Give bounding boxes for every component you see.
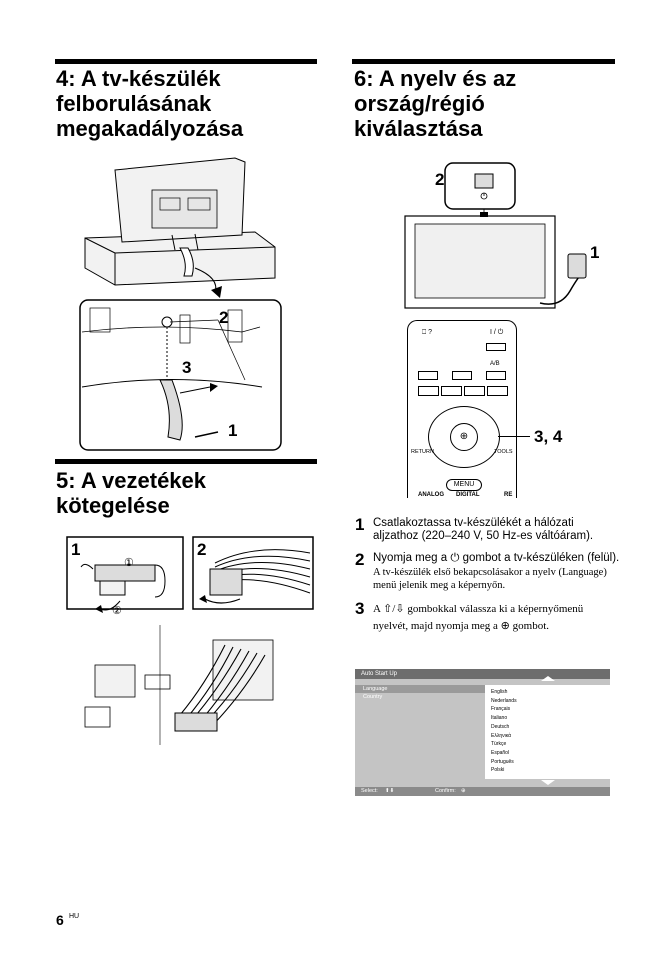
remote-key	[486, 371, 506, 380]
remote-tools-label: TOOLS	[494, 449, 513, 455]
section-4-title: 4: A tv-készülék felborulásának megakadá…	[56, 66, 244, 141]
osd-auto-start-up-screen: Auto Start Up Language Country English N…	[355, 669, 610, 796]
osd-language-option[interactable]: English	[491, 689, 508, 695]
figure-6-tv-illustration	[404, 162, 587, 309]
figure-4-callout-1: 1	[228, 421, 238, 440]
osd-language-option[interactable]: Polski	[491, 767, 505, 774]
osd-footer-confirm: Confirm:	[435, 788, 456, 794]
figure-6-callout-3-4: 3, 4	[534, 427, 563, 446]
osd-select-arrows-icon: ⬆⬇	[385, 788, 395, 794]
page-number: 6	[56, 912, 64, 928]
section-6-title: 6: A nyelv és az ország/régió kiválasztá…	[354, 66, 517, 141]
osd-language-option[interactable]: Nederlands	[491, 697, 517, 704]
osd-language-option[interactable]: Türkçe	[491, 741, 507, 748]
remote-bottom-digital: DIGITAL	[456, 492, 480, 498]
osd-language-option[interactable]: Português	[491, 758, 514, 765]
section-5-title: 5: A vezetékek kötegelése	[56, 468, 207, 518]
figure-5-circled-2: ②	[112, 605, 122, 617]
section-4-rule	[55, 59, 317, 64]
remote-power-key	[486, 343, 506, 351]
remote-key	[452, 371, 472, 380]
osd-language-option[interactable]: Ελληνικά	[491, 732, 512, 739]
remote-color-keys	[418, 386, 508, 396]
osd-language-list: English Nederlands Français Italiano Deu…	[485, 685, 610, 779]
instruction-steps: 1 Csatlakoztassa tv-készülékét a hálózat…	[355, 515, 620, 644]
osd-scroll-down-icon	[541, 780, 555, 785]
step-2: 2 Nyomja meg a ⏻ gombot a tv-készüléken …	[355, 550, 620, 592]
step-text: Csatlakoztassa tv-készülékét a hálózati …	[373, 517, 594, 542]
figure-5-panel-2-label: 2	[197, 540, 207, 559]
step-note: A tv-készülék első bekapcsolásakor a nye…	[373, 567, 607, 591]
osd-confirm-icon: ⊕	[461, 788, 466, 794]
section-6-rule	[352, 59, 615, 64]
figure-4-callout-3: 3	[182, 358, 192, 377]
step-text: A ⇧/⇩ gombokkal válassza ki a képernyőme…	[373, 603, 584, 632]
figure-5-cable-illustration	[66, 536, 314, 749]
remote-ab-label: A/B	[490, 361, 500, 367]
figure-5-circled-1: ①	[124, 557, 134, 569]
remote-top-left-buttons: ⎕ ?	[422, 329, 433, 336]
osd-footer-select: Select:	[361, 788, 378, 794]
remote-key	[418, 371, 438, 380]
osd-language-option[interactable]: Deutsch	[491, 723, 510, 730]
step-number: 3	[355, 599, 365, 618]
osd-title: Auto Start Up	[355, 669, 610, 679]
figure-6-callout-2: 2	[435, 170, 445, 189]
osd-language-option[interactable]: Español	[491, 749, 510, 756]
remote-control: ⎕ ? I / ⏻ A/B ⊕ RETURN TOOLS MENU ANALOG…	[407, 320, 517, 498]
remote-power-button: I / ⏻	[490, 329, 504, 336]
step-number: 2	[355, 550, 365, 569]
remote-navigation-inner: ⊕	[450, 423, 478, 451]
figure-4-strap-illustration	[79, 157, 282, 451]
step-3: 3 A ⇧/⇩ gombokkal válassza ki a képernyő…	[355, 599, 620, 635]
osd-language-option[interactable]: Français	[491, 706, 511, 713]
remote-return-label: RETURN	[411, 449, 434, 455]
step-1: 1 Csatlakoztassa tv-készülékét a hálózat…	[355, 515, 620, 543]
remote-bottom-analog: ANALOG	[418, 492, 444, 498]
section-5-rule	[55, 459, 317, 464]
osd-item-language[interactable]: Language	[355, 685, 485, 693]
remote-menu-button: MENU	[446, 479, 482, 491]
osd-language-option[interactable]: Italiano	[491, 715, 508, 722]
figure-5-panel-1-label: 1	[71, 540, 81, 559]
figure-4-callout-2: 2	[219, 308, 229, 327]
page-language-code: HU	[69, 913, 80, 920]
step-number: 1	[355, 515, 365, 534]
remote-navigation-ring	[428, 406, 500, 468]
step-text: Nyomja meg a ⏻ gombot a tv-készüléken (f…	[373, 552, 620, 564]
remote-callout-line	[498, 436, 530, 437]
figure-6-callout-1: 1	[590, 243, 600, 262]
osd-footer: Select: ⬆⬇ Confirm: ⊕	[355, 787, 610, 796]
remote-bottom-re: RE	[504, 492, 513, 498]
osd-item-country[interactable]: Country	[363, 694, 383, 700]
osd-scroll-up-icon	[541, 676, 555, 681]
